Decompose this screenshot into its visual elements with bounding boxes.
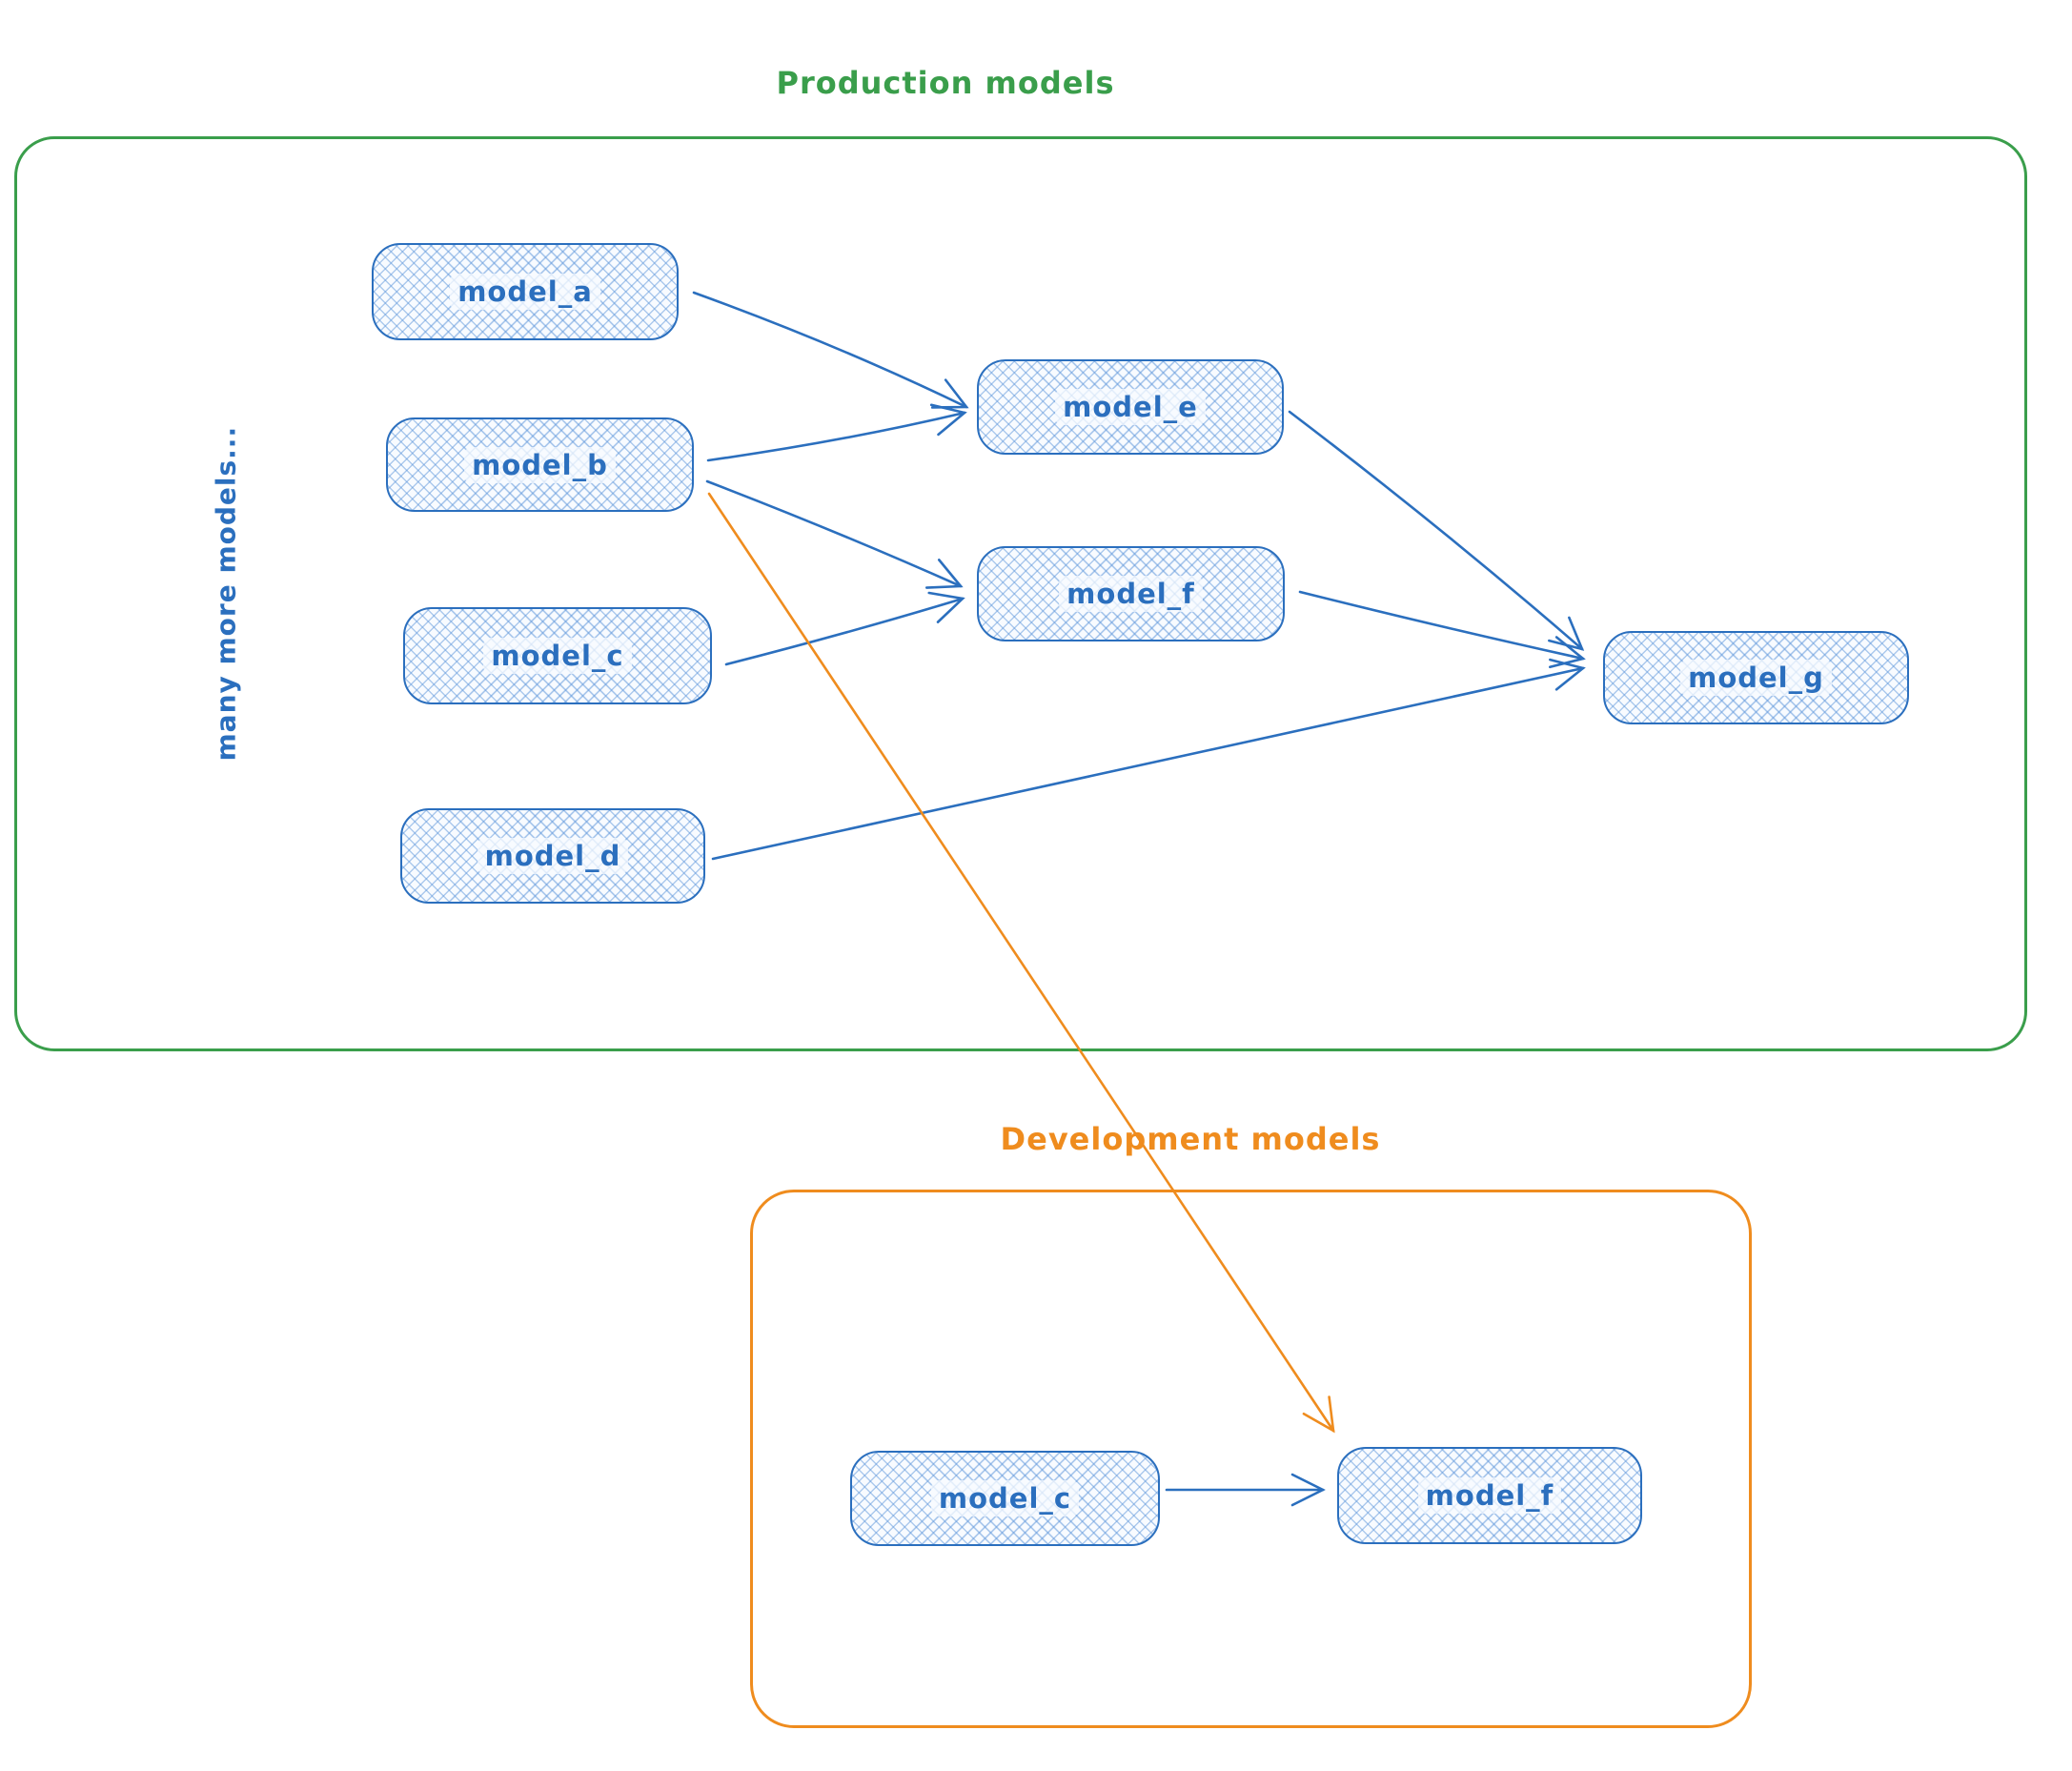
node-model-d-label: model_d [477,838,629,874]
node-model-g: model_g [1603,631,1909,724]
node-dev-model-c-label: model_c [930,1480,1080,1517]
development-title: Development models [1000,1121,1381,1157]
node-model-e-label: model_e [1055,389,1206,425]
node-model-a-label: model_a [450,274,600,310]
node-model-c: model_c [403,607,712,704]
node-model-f-label: model_f [1059,576,1203,612]
node-dev-model-f-label: model_f [1417,1477,1562,1514]
node-model-c-label: model_c [483,638,632,674]
node-dev-model-f: model_f [1337,1447,1642,1544]
node-model-b-label: model_b [464,446,616,483]
node-dev-model-c: model_c [850,1451,1160,1546]
many-more-models-label: many more models... [210,425,242,762]
node-model-e: model_e [977,359,1284,455]
node-model-f: model_f [977,546,1285,641]
production-title: Production models [776,65,1115,101]
node-model-b: model_b [386,417,694,512]
node-model-g-label: model_g [1680,660,1832,696]
node-model-d: model_d [400,808,705,904]
node-model-a: model_a [372,243,679,340]
